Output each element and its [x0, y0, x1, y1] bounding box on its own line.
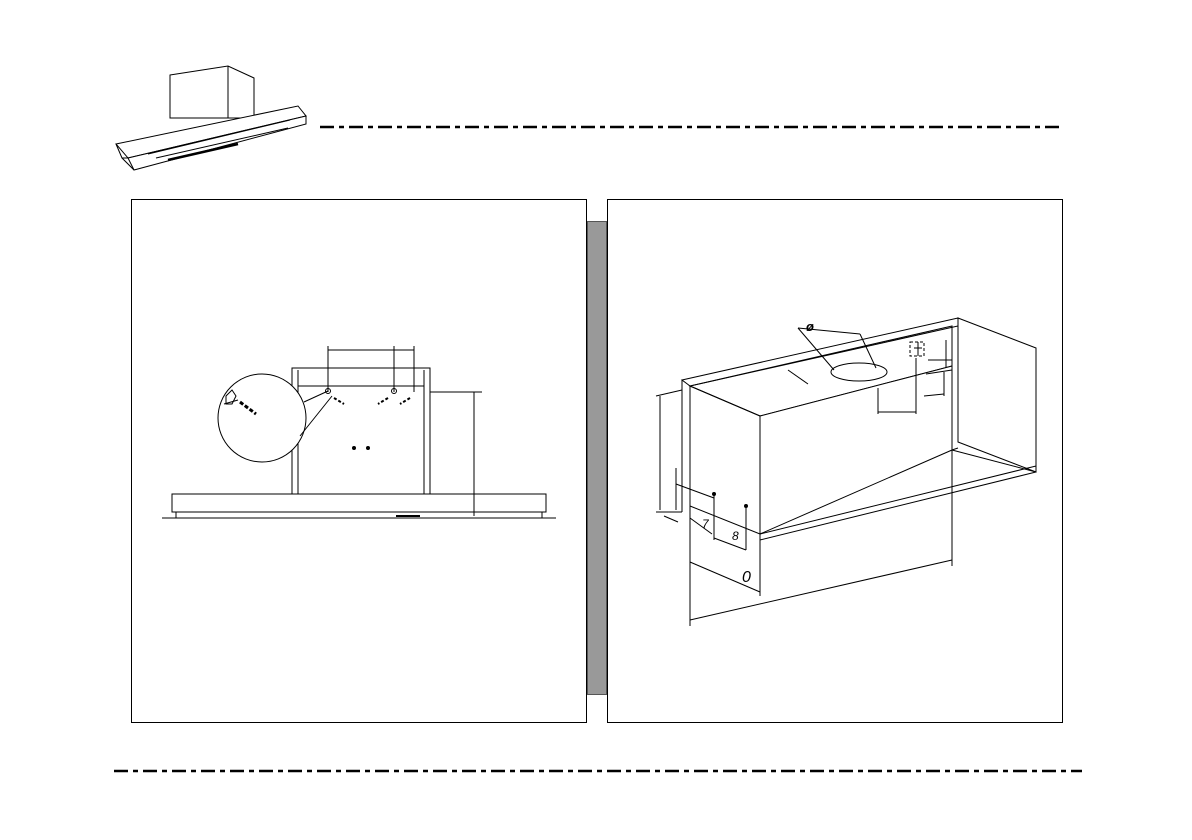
front-view-drawing	[132, 200, 586, 722]
diameter-label: ø	[806, 319, 814, 334]
mounting-front-view-panel	[131, 199, 587, 723]
hood-illustration	[108, 58, 313, 178]
panel-separator-strip	[587, 221, 607, 695]
dimension-seven-label: 7	[702, 517, 710, 531]
dimension-zero-label: 0	[742, 569, 751, 586]
dimension-eight-label: 8	[732, 529, 739, 543]
box-perspective-drawing: ø 7 8 0	[608, 200, 1062, 722]
top-dashed-divider	[318, 122, 1063, 132]
bottom-dashed-divider	[112, 766, 1084, 776]
installation-box-panel: ø 7 8 0	[607, 199, 1063, 723]
